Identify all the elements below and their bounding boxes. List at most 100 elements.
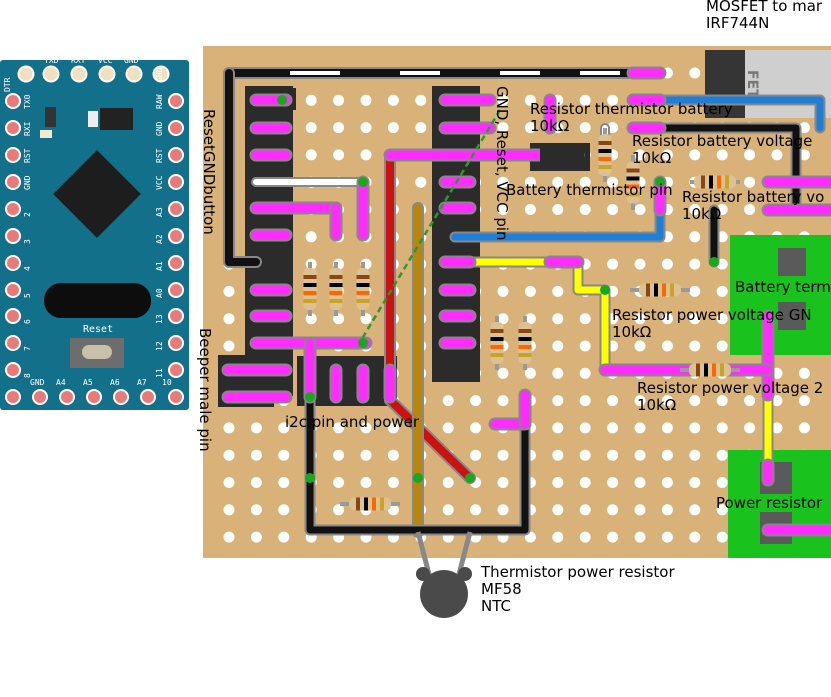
r-battery-voltage-1-label: Resistor battery voltage 10kΩ (632, 133, 812, 167)
board-hole (689, 449, 701, 461)
power-resistor-label: Power resistor (716, 494, 823, 512)
board-hole (661, 395, 673, 407)
arduino-bottom-pin-label: A7 (137, 378, 147, 387)
arduino-right-pin (168, 93, 184, 109)
board-hole (634, 395, 646, 407)
board-hole (661, 340, 673, 352)
resistor-power-voltage-2-band (704, 363, 708, 377)
board-hole (579, 531, 591, 543)
resistor-battery-voltage-2-band (709, 175, 713, 189)
yellow-wire-1 (451, 258, 609, 374)
resistor-power-voltage-2-body (689, 363, 731, 377)
arduino-left-pin (5, 201, 21, 217)
board-hole (278, 531, 290, 543)
resistor-2 (329, 268, 343, 310)
resistors (277, 95, 740, 511)
board-hole (278, 422, 290, 434)
battery-terminal-screw-2 (778, 302, 806, 330)
board-hole (716, 531, 728, 543)
resistor-battery-voltage-band (626, 184, 640, 189)
board-hole (689, 504, 701, 516)
arduino-reset-label: Reset (83, 324, 113, 335)
resistor-2-band (329, 291, 343, 295)
board-hole (497, 204, 509, 215)
board-hole (579, 313, 591, 325)
arduino-right-pin (168, 362, 184, 378)
bottom-black-wire (306, 393, 529, 534)
resistor-battery-voltage (626, 161, 640, 204)
connection-dot (655, 177, 665, 187)
arduino-right-pin-label: 13 (155, 314, 164, 324)
resistor-3-body (356, 268, 370, 310)
board-hole (470, 422, 482, 434)
connection-dot (277, 95, 287, 105)
board-hole (442, 504, 454, 516)
arduino-right-pin-label: GND (155, 121, 164, 136)
resistor-power-voltage-gnd-band (662, 283, 666, 297)
board-hole (278, 477, 290, 488)
arduino-right-pin (168, 147, 184, 163)
arduino-bottom-pin-label: A6 (110, 378, 120, 387)
board-hole (497, 94, 509, 106)
arduino-left-pin-label: 7 (23, 346, 32, 351)
arduino-right-pin (168, 335, 184, 351)
board-hole (689, 531, 701, 543)
board-hole (333, 122, 345, 134)
resistor-bottom-band (380, 497, 384, 511)
arduino-regulator (100, 108, 133, 130)
arduino-right-pin-label: RST (155, 148, 164, 163)
board-hole (607, 531, 619, 543)
arduino-bottom-pin (113, 389, 129, 405)
battery-terminal-label: Battery term (735, 278, 831, 296)
board-hole (415, 94, 427, 106)
arduino-left-pin-label: 5 (23, 293, 32, 298)
board-hole (579, 395, 591, 407)
board-hole (360, 449, 372, 461)
arduino-top-pin-label: VCC (98, 56, 113, 65)
arduino-smd-2 (45, 107, 56, 127)
arduino-left-pin (5, 282, 21, 298)
board-hole (387, 94, 399, 106)
board-hole (689, 285, 701, 297)
arduino-right-pin-label: A3 (155, 207, 164, 217)
arduino-right-pin-label: VCC (155, 175, 164, 190)
r-power-voltage-2-label: Resistor power voltage 2 10kΩ (637, 380, 823, 414)
board-hole (223, 285, 235, 297)
board-hole (716, 340, 728, 352)
connection-dot (413, 473, 423, 483)
board-hole (607, 176, 619, 188)
arduino-bottom-pin (5, 389, 21, 405)
board-hole (360, 477, 372, 488)
resistor-power-voltage-2 (689, 363, 731, 377)
resistor-bottom-band (356, 497, 360, 511)
resistor-power-voltage-gnd-band (654, 283, 658, 297)
mosfet-tab (705, 50, 745, 118)
board-hole (661, 504, 673, 516)
arduino-bottom-pin-label: GND (30, 378, 45, 387)
arduino-left-pin-label: RXI (23, 121, 32, 136)
board-hole (360, 94, 372, 106)
reset-button-cap[interactable] (82, 345, 112, 359)
board-hole (716, 149, 728, 161)
arduino-smd-1 (40, 130, 52, 138)
r-power-voltage-gnd-name: Resistor power voltage GN (612, 306, 812, 324)
resistor-power-voltage-2-band (696, 363, 700, 377)
board-hole (333, 504, 345, 516)
arduino-left-pin-label: RST (23, 148, 32, 163)
board-hole (579, 204, 591, 215)
arduino-left-pin (5, 335, 21, 351)
board-hole (360, 149, 372, 161)
arduino-top-pin (42, 65, 60, 83)
gnd-reset-vcc-label: GND, Reset, VCC pin (493, 86, 511, 241)
connection-dot (465, 473, 475, 483)
arduino-pins (5, 65, 184, 405)
battery-thermistor-header (540, 145, 584, 167)
thermistor-mf58 (415, 531, 473, 618)
resistor-bottom (349, 497, 391, 511)
board-hole (689, 149, 701, 161)
board-hole (634, 477, 646, 488)
resistor-power-voltage-gnd-band (646, 283, 650, 297)
r-power-voltage-gnd-label: Resistor power voltage GN 10kΩ (612, 307, 812, 341)
arduino-top-pin (98, 65, 116, 83)
board-hole (634, 149, 646, 161)
